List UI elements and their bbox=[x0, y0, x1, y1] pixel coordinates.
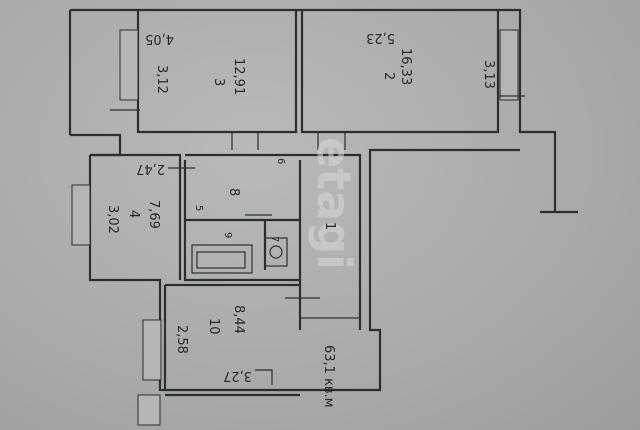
room3-len: 3,12 bbox=[154, 65, 169, 94]
room4-area: 2,47 bbox=[136, 161, 165, 176]
wc-num: 9 bbox=[222, 232, 233, 238]
room3-volume: 12,91 bbox=[231, 58, 246, 95]
room2-volume: 16,33 bbox=[398, 48, 413, 85]
total-area-label: 63,1 кв.м bbox=[321, 345, 336, 408]
window-room4 bbox=[71, 184, 91, 246]
room10-len: 2,58 bbox=[174, 325, 189, 354]
small5-num: 5 bbox=[193, 205, 204, 211]
outer-wall bbox=[68, 8, 578, 392]
room2-area: 5,23 bbox=[366, 30, 395, 45]
room4-num: 4 bbox=[126, 210, 141, 218]
room2-num: 2 bbox=[381, 72, 396, 80]
window-room10 bbox=[142, 319, 162, 381]
room4-len: 3,02 bbox=[105, 205, 120, 234]
room2-len: 3,13 bbox=[481, 60, 496, 89]
room3-area: 4,05 bbox=[145, 31, 174, 46]
small7-num: 7 bbox=[269, 236, 280, 242]
window-room2 bbox=[499, 29, 519, 101]
room10-num: 10 bbox=[206, 318, 221, 335]
watermark: etagi bbox=[307, 137, 361, 270]
corridor-num: 1 bbox=[322, 222, 337, 230]
room3-num: 3 bbox=[211, 78, 226, 86]
small6-num: 6 bbox=[275, 158, 286, 164]
bath-num: 8 bbox=[226, 188, 241, 196]
bathtub bbox=[191, 244, 253, 274]
room10-area: 3,27 bbox=[223, 368, 252, 383]
window-room3 bbox=[119, 29, 139, 101]
room10-volume: 8,44 bbox=[231, 305, 246, 334]
sink bbox=[264, 237, 288, 267]
room4-volume: 7,69 bbox=[146, 200, 161, 229]
